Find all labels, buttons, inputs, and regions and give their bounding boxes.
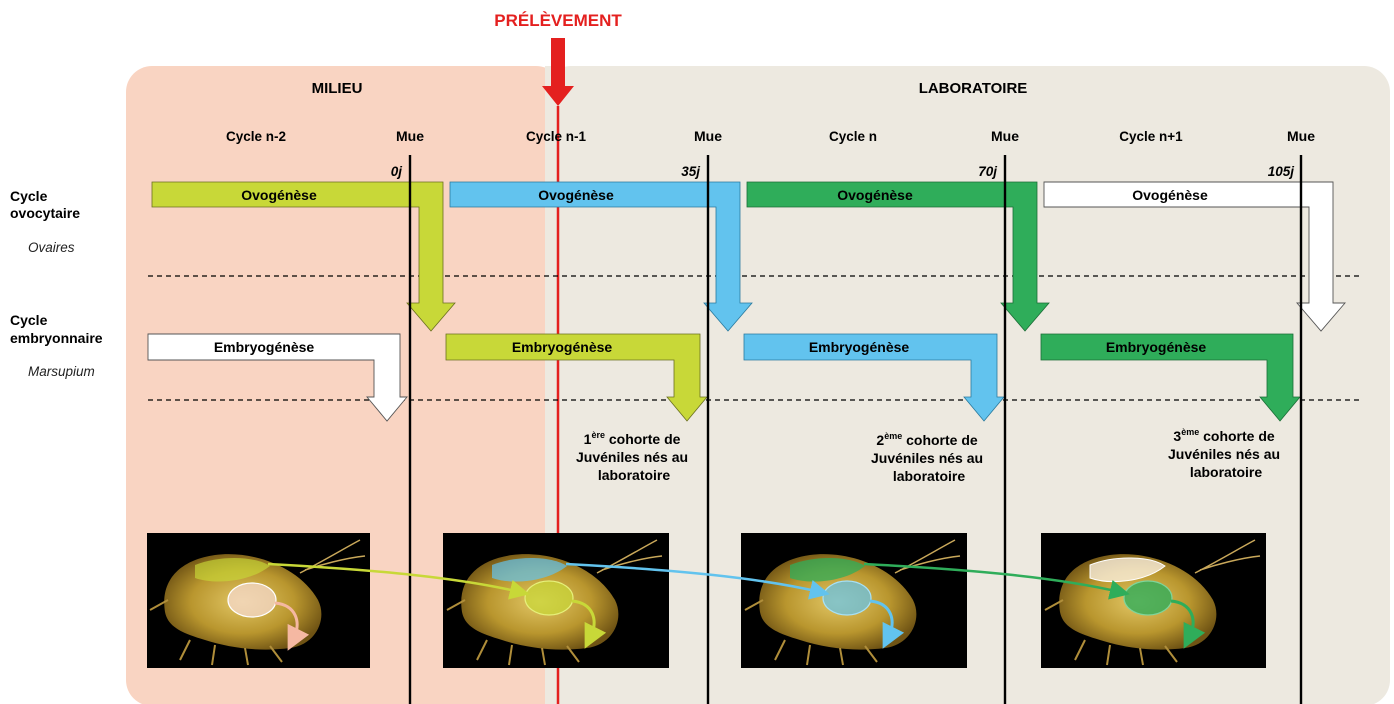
embryogenese-label: Embryogénèse <box>1106 339 1207 355</box>
cycle-label: Cycle n+1 <box>1119 129 1183 144</box>
ovogenese-label: Ovogénèse <box>1132 187 1208 203</box>
cycle-label: Cycle n-2 <box>226 129 286 144</box>
day-label: 0j <box>391 164 403 179</box>
mue-label: Mue <box>694 128 722 144</box>
embryogenese-label: Embryogénèse <box>809 339 910 355</box>
cycle-label: Cycle n-1 <box>526 129 587 144</box>
mue-label: Mue <box>991 128 1019 144</box>
laboratoire-title: LABORATOIRE <box>919 80 1028 97</box>
embryogenese-label: Embryogénèse <box>214 339 315 355</box>
row-title-embryonnaire: Cycle embryonnaire <box>10 312 103 346</box>
gammarid-photo-4 <box>1041 533 1266 668</box>
day-label: 35j <box>681 164 700 179</box>
day-label: 70j <box>978 164 997 179</box>
gammarid-photo-2 <box>443 533 669 668</box>
cycle-label: Cycle n <box>829 129 877 144</box>
row-title-ovocytaire: Cycle ovocytaire <box>10 188 80 221</box>
mue-label: Mue <box>1287 128 1315 144</box>
row-sub-marsupium: Marsupium <box>28 364 95 379</box>
ovogenese-label: Ovogénèse <box>538 187 614 203</box>
milieu-title: MILIEU <box>312 80 363 97</box>
ovogenese-label: Ovogénèse <box>241 187 317 203</box>
day-label: 105j <box>1268 164 1295 179</box>
mue-label: Mue <box>396 128 424 144</box>
gammarid-photo-3 <box>741 533 967 668</box>
row-sub-ovaires: Ovaires <box>28 240 75 255</box>
ovogenese-label: Ovogénèse <box>837 187 913 203</box>
embryogenese-label: Embryogénèse <box>512 339 613 355</box>
sampling-label: PRÉLÈVEMENT <box>494 11 622 30</box>
gammarid-photo-1 <box>147 533 370 668</box>
